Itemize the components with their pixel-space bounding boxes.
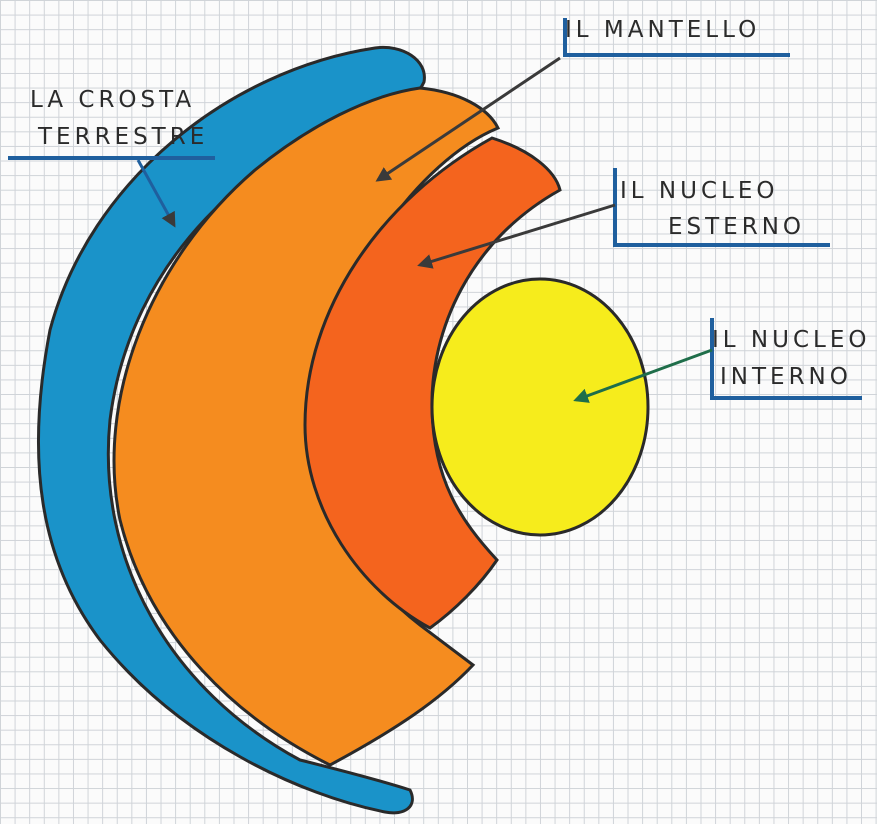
inner-core-pointer-arrow — [573, 348, 713, 403]
inner-core-layer — [430, 277, 650, 537]
mantle-pointer-arrow — [375, 56, 561, 182]
inner-core-label-line-1: IL NUCLEO — [712, 327, 871, 353]
outer-core-label-line-1: IL NUCLEO — [620, 178, 779, 204]
outer-core-label-underline — [613, 168, 830, 247]
crust-label-line-2: TERRESTRE — [38, 124, 209, 150]
outer-core-label-line-2: ESTERNO — [668, 214, 806, 240]
inner-core-label-line-2: INTERNO — [720, 364, 852, 390]
crust-label-line-1: LA CROSTA — [30, 87, 196, 113]
mantle-label: IL MANTELLO — [565, 17, 761, 43]
mantle-label-underline — [563, 18, 790, 57]
crust-pointer-arrow — [136, 159, 176, 228]
outer-core-pointer-arrow — [417, 203, 616, 269]
inner-core-label-underline — [710, 318, 862, 400]
